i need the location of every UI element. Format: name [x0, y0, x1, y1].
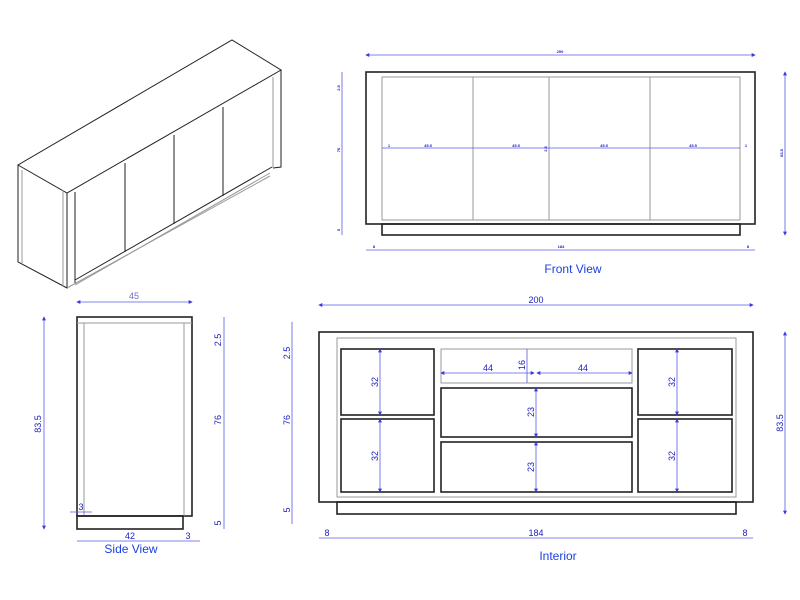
dim-compartment: 32: [667, 377, 677, 387]
dim-height: 83.5: [33, 415, 43, 433]
dim-door: 45.5: [512, 143, 521, 148]
dim-gap-middle: 2.5: [543, 145, 548, 151]
dim-door: 45.5: [689, 143, 698, 148]
dim-height: 83.5: [775, 414, 785, 432]
dim-inset-right: 8: [747, 244, 750, 249]
dim-shelf-width: 44: [483, 363, 493, 373]
dim-compartment: 32: [370, 377, 380, 387]
dim-inset-left: 8: [324, 528, 329, 538]
dim-base: 5: [213, 520, 223, 525]
dim-body: 76: [213, 415, 223, 425]
dim-base-width: 184: [528, 528, 543, 538]
dim-width: 200: [528, 295, 543, 305]
dim-gap-right: 1: [745, 143, 748, 148]
dim-drawer: 23: [526, 407, 536, 417]
interior-view: 200 2.5 76 5 83.5 8 184 8 32 32 32 32 44…: [282, 295, 787, 563]
dim-top: 2.5: [336, 84, 341, 90]
dim-base-depth: 42: [125, 531, 135, 541]
isometric-view: [17, 39, 282, 289]
dim-door: 45.5: [600, 143, 609, 148]
dim-inset-left: 8: [373, 244, 376, 249]
dim-front-inset: 3: [185, 531, 190, 541]
dim-shelf-height: 16: [517, 360, 527, 370]
dim-compartment: 32: [667, 451, 677, 461]
interior-caption: Interior: [539, 549, 576, 563]
dim-base-width: 184: [558, 244, 565, 249]
dim-back-inset: 3: [78, 502, 83, 512]
dim-gap-left: 1: [388, 143, 391, 148]
dim-body: 76: [336, 147, 341, 152]
dim-compartment: 32: [370, 451, 380, 461]
dim-top: 2.5: [282, 347, 292, 360]
dim-width: 200: [557, 49, 564, 54]
side-view-caption: Side View: [104, 542, 157, 556]
front-view-caption: Front View: [544, 262, 601, 276]
dim-depth: 45: [129, 291, 139, 301]
dim-door: 45.5: [424, 143, 433, 148]
dim-top: 2.5: [213, 334, 223, 347]
dim-base: 5: [336, 228, 341, 231]
dim-drawer: 23: [526, 462, 536, 472]
dim-height: 83.5: [779, 148, 784, 157]
side-view: 45 83.5 2.5 76 5 3 42 3 Side View: [33, 291, 225, 556]
dim-shelf-width: 44: [578, 363, 588, 373]
front-view: 200 2.5 76 5 83.5 8 184 8 1 45.5 45.5 2.…: [336, 49, 787, 276]
dim-inset-right: 8: [742, 528, 747, 538]
dim-body: 76: [282, 415, 292, 425]
dim-base: 5: [282, 507, 292, 512]
